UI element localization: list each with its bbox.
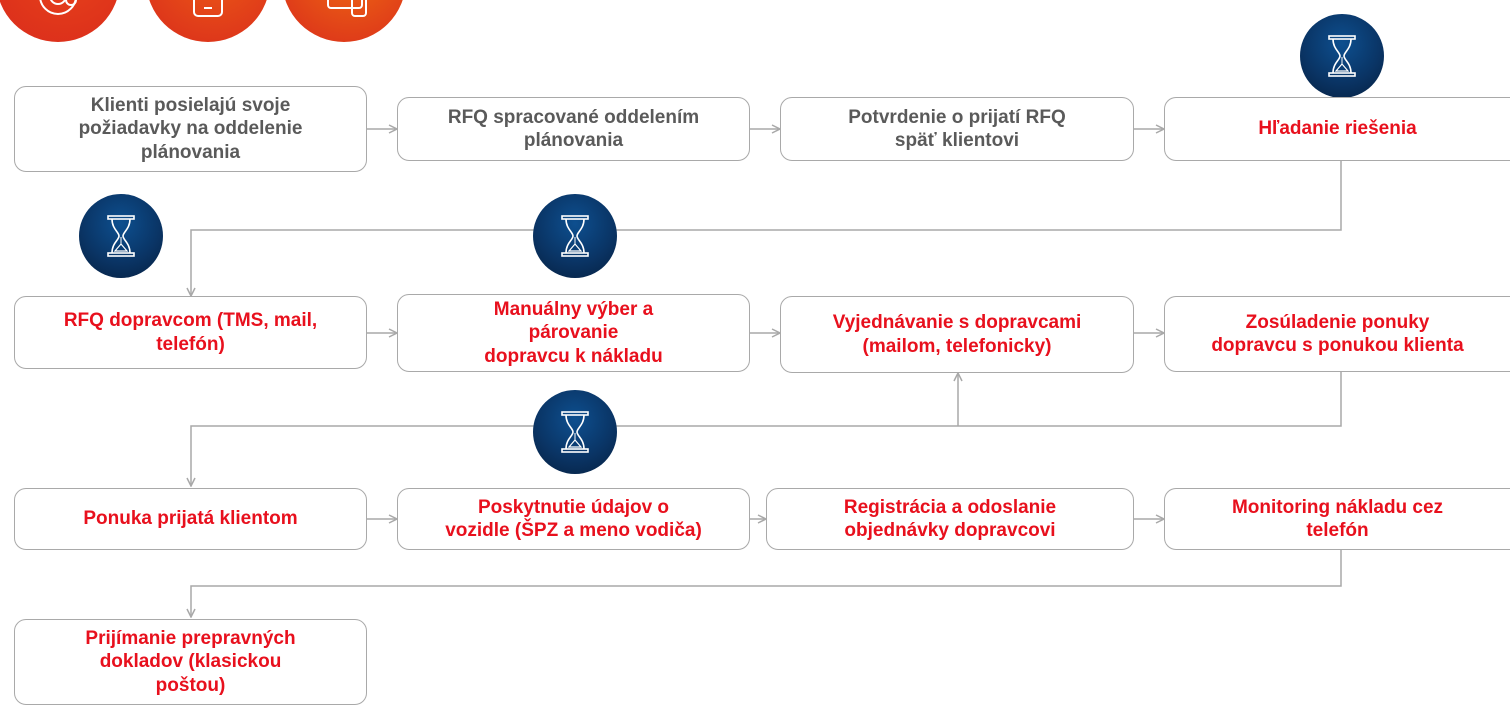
connector-row2-row3 (191, 372, 1342, 486)
devices-icon (327, 0, 367, 17)
step-3-line: späť klientovi (894, 130, 1020, 151)
step-8-line: dopravcu s ponukou klienta (1211, 335, 1464, 356)
step-13-line: poštou) (155, 674, 226, 696)
step-5-line: RFQ dopravcom (TMS, mail, (63, 310, 318, 332)
hourglass-icon-offer (533, 390, 617, 474)
step-7-line: (mailom, telefonicky) (862, 335, 1052, 357)
step-10-line: vozidle (ŠPZ a meno vodiča) (445, 520, 702, 541)
step-11-line: objednávky dopravcovi (844, 520, 1056, 541)
step-13-line: dokladov (klasickou (99, 651, 282, 673)
step-11-line: Registrácia a odoslanie (843, 496, 1057, 518)
connector-row3-row4 (191, 550, 1342, 617)
hourglass-glyph (561, 215, 589, 257)
smartphone-icon (193, 0, 223, 17)
step-6-line: párovanie (528, 322, 619, 344)
step-7-label: Vyjednávanie s dopravcami(mailom, telefo… (833, 311, 1082, 357)
step-1-line: Klienti posielajú svoje (90, 95, 291, 117)
step-5-label: RFQ dopravcom (TMS, mail,telefón) (64, 309, 317, 355)
step-4-label: Hľadanie riešenia (1258, 117, 1416, 140)
step-9-label: Ponuka prijatá klientom (83, 507, 297, 530)
step-5-line: telefón) (156, 333, 225, 355)
at-sign-icon (39, 0, 77, 15)
step-9-line: Ponuka prijatá klientom (83, 508, 298, 530)
step-2-line: plánovania (523, 130, 624, 151)
step-7: Vyjednávanie s dopravcami(mailom, telefo… (780, 296, 1134, 373)
hourglass-glyph (107, 215, 135, 257)
hourglass-icon-rfq (79, 194, 163, 278)
step-12-line: telefón (1306, 520, 1369, 541)
step-13-line: Prijímanie prepravných (85, 628, 296, 650)
step-6-line: dopravcu k nákladu (484, 345, 663, 367)
step-10-line: Poskytnutie údajov o (477, 496, 670, 518)
step-1-line: plánovania (140, 141, 241, 163)
connector-row1-row2 (191, 161, 1342, 296)
hourglass-glyph (1328, 35, 1356, 77)
step-4-line: Hľadanie riešenia (1258, 118, 1417, 140)
step-3-line: Potvrdenie o prijatí RFQ (848, 106, 1066, 128)
step-7-line: Vyjednávanie s dopravcami (832, 312, 1082, 334)
hourglass-glyph (561, 411, 589, 453)
step-1-line: požiadavky na oddelenie (78, 118, 303, 140)
step-4: Hľadanie riešenia (1164, 97, 1510, 161)
step-9: Ponuka prijatá klientom (14, 488, 367, 550)
step-8-line: Zosúladenie ponuky (1245, 311, 1430, 333)
hourglass-icon-center (533, 194, 617, 278)
step-5: RFQ dopravcom (TMS, mail,telefón) (14, 296, 367, 369)
hourglass-icon-search (1300, 14, 1384, 98)
step-6-line: Manuálny výber a (493, 299, 654, 321)
step-12-line: Monitoring nákladu cez (1231, 496, 1444, 518)
step-2-line: RFQ spracované oddelením (447, 106, 700, 128)
